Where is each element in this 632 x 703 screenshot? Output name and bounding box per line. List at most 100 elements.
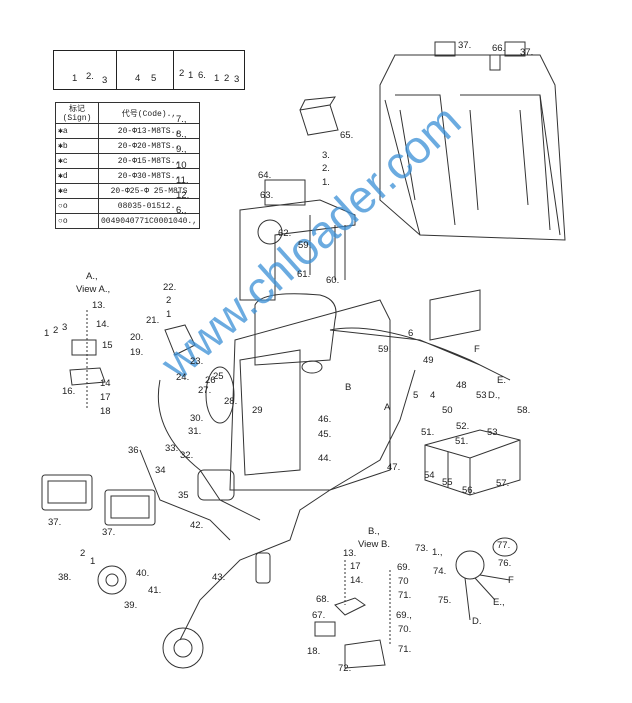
clip-icon: ○ — [58, 201, 63, 211]
part-number-label: 52. — [456, 421, 470, 432]
lamp-box — [299, 96, 339, 136]
part-number-label: 69. — [397, 562, 411, 573]
view-b-subtitle: View B. — [358, 539, 391, 550]
part-number-label: 31. — [188, 426, 202, 437]
part-number-label: 71. — [398, 644, 412, 655]
part-number-label: 32. — [180, 450, 194, 461]
clip-icon: ✱ — [58, 187, 63, 196]
part-number-label: 61. — [297, 269, 311, 280]
part-number-label: 26 — [205, 375, 216, 386]
view-a-title: A., — [86, 271, 98, 282]
part-number-label: 57. — [496, 478, 510, 489]
view-a-subtitle: View A., — [76, 284, 111, 295]
cab-frame — [379, 41, 566, 241]
part-number-label: 72. — [338, 663, 352, 674]
relay-a — [71, 339, 97, 356]
mount-plate — [239, 199, 356, 301]
part-number-label: 44. — [318, 453, 332, 464]
part-number-label: 63. — [260, 190, 274, 201]
part-number-label: 24. — [176, 372, 190, 383]
part-number-label: 51. — [421, 427, 435, 438]
sign-examples: 1 2. 3 4 5 2 1 6. 1 2 3 — [53, 50, 245, 90]
legend-ref-number: 9., — [176, 144, 187, 156]
clip-sign: ○o — [55, 213, 99, 229]
part-number-label: F — [474, 344, 480, 355]
clip-icon: ✱ — [58, 172, 63, 181]
part-number-label: 66. — [492, 43, 506, 54]
part-number-label: 2 — [53, 325, 59, 336]
part-number-label: 1 — [44, 328, 50, 339]
part-number-label: 71. — [398, 590, 412, 601]
part-number-label: 54 — [424, 470, 435, 481]
sign-example-3: 2 1 6. 1 2 3 — [174, 51, 244, 89]
part-number-label: 30. — [190, 413, 204, 424]
part-number-label: 14. — [350, 575, 364, 586]
part-number-label: 43. — [212, 572, 226, 583]
part-number-label: 37. — [102, 527, 116, 538]
legend-ref-number: 8., — [176, 129, 187, 141]
part-number-label: 6 — [408, 328, 414, 339]
part-number-label: 37. — [520, 47, 534, 58]
part-number-label: 18. — [307, 646, 321, 657]
part-number-label: 3. — [322, 150, 330, 161]
part-number-label: 46. — [318, 414, 332, 425]
part-number-label: 69., — [396, 610, 412, 621]
part-number-label: 62. — [278, 228, 292, 239]
part-number-label: 45. — [318, 429, 332, 440]
part-number-label: 55 — [442, 477, 453, 488]
part-number-label: 5 — [413, 390, 419, 401]
part-number-label: 34 — [155, 465, 166, 476]
sign-letter: a — [62, 127, 68, 136]
clip-icon: ○ — [58, 216, 63, 226]
batteries — [424, 429, 521, 496]
clip-sign: ✱e — [55, 183, 99, 199]
ref-label: 2 — [224, 73, 230, 84]
sign-example-1: 1 2. 3 — [54, 51, 117, 89]
part-number-label: 29 — [252, 405, 263, 416]
clip-sign: ✱b — [55, 138, 99, 154]
part-number-label: 36 — [128, 445, 139, 456]
part-number-label: 2 — [80, 548, 86, 559]
clip-icon: ✱ — [58, 127, 63, 136]
part-number-label: E. — [497, 375, 506, 386]
view-b-parts — [334, 597, 386, 669]
part-number-label: 38. — [58, 572, 72, 583]
clip-icon: ✱ — [58, 142, 63, 151]
part-number-label: 73. — [415, 543, 429, 554]
part-number-label: 3 — [62, 322, 68, 333]
part-number-label: 37. — [48, 517, 62, 528]
part-number-label: 53. — [487, 427, 501, 438]
part-number-label: 25 — [213, 371, 224, 382]
part-number-label: 50 — [442, 405, 453, 416]
part-number-label: 59. — [298, 240, 312, 251]
part-number-label: 19. — [130, 347, 144, 358]
part-number-label: D., — [488, 390, 501, 401]
legend-ref-number: 10 — [176, 159, 187, 171]
filter — [255, 552, 271, 584]
part-number-label: 53 — [476, 390, 487, 401]
part-number-label: 40. — [136, 568, 150, 579]
view-b-title: B., — [368, 526, 380, 537]
part-number-label: 2 — [166, 295, 172, 306]
ref-label: 2 — [179, 68, 185, 79]
part-number-label: 2. — [322, 163, 330, 174]
clip-sign: ○o — [55, 198, 99, 214]
legend-ref-number: 7., — [176, 114, 187, 125]
relay-panel — [429, 289, 481, 341]
part-number-label: 28. — [224, 396, 238, 407]
horn — [97, 565, 127, 595]
sign-letter: d — [62, 172, 68, 181]
gauge — [257, 219, 283, 245]
ref-label: 3 — [234, 74, 240, 85]
part-number-label: 74. — [433, 566, 447, 577]
harness — [329, 327, 511, 381]
part-number-label: 64. — [258, 170, 272, 181]
clip-icon: ✱ — [58, 157, 63, 166]
part-number-label: 48 — [456, 380, 467, 391]
seat-console — [205, 293, 391, 491]
sign-example-2: 4 5 — [117, 51, 174, 89]
